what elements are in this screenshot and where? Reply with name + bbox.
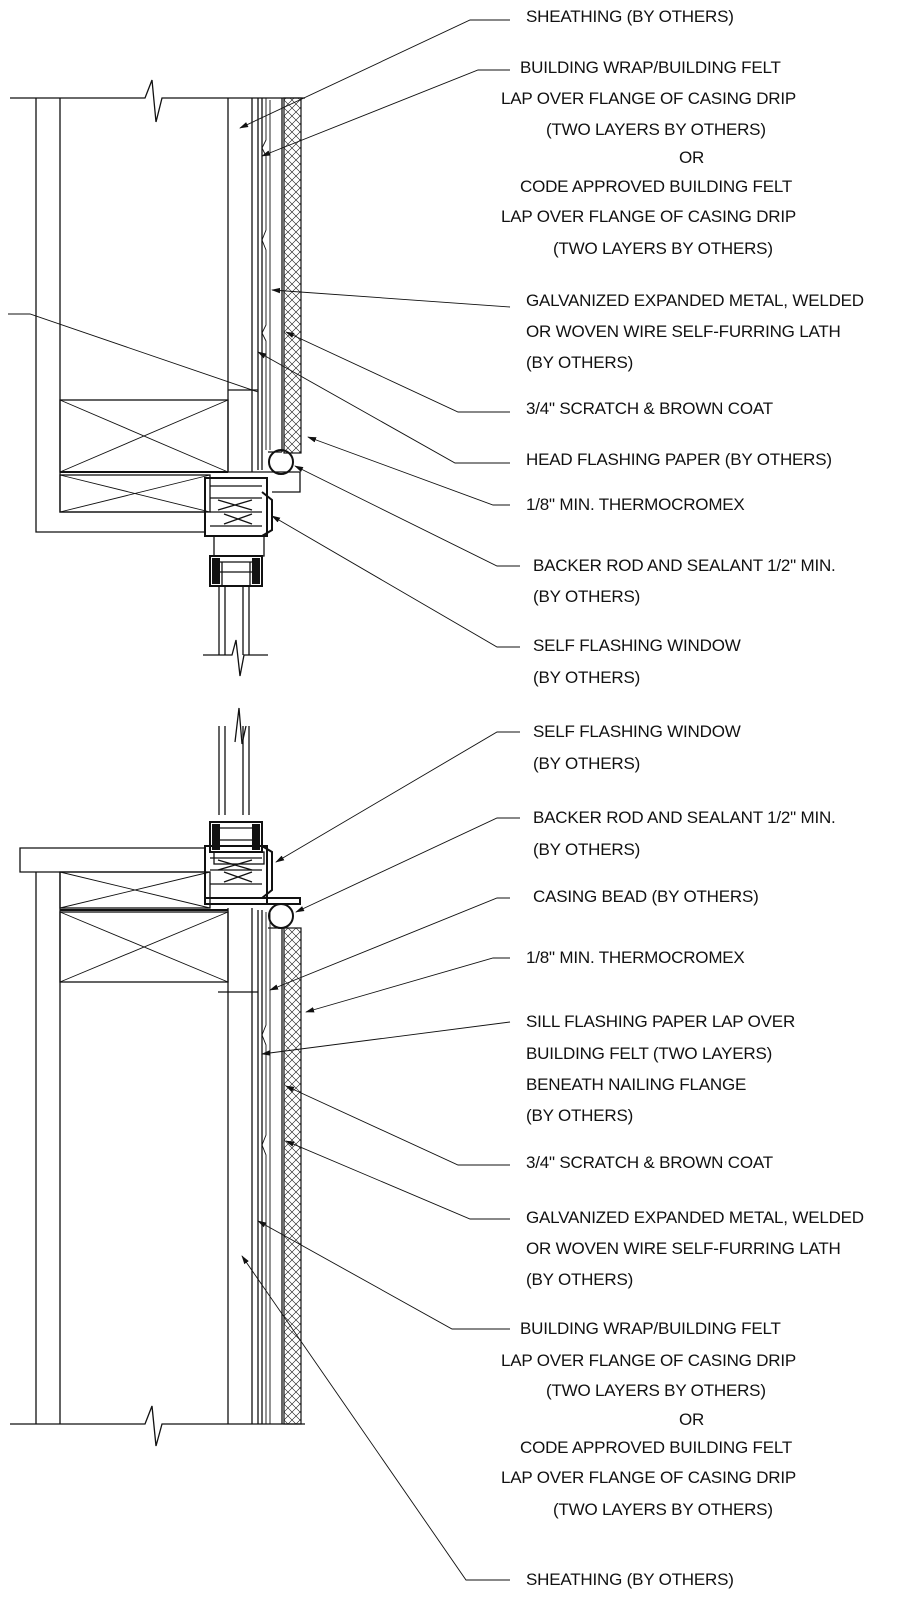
sill-break-line bbox=[10, 1405, 305, 1447]
sill-label-wrap-3: (TWO LAYERS BY OTHERS) bbox=[546, 1381, 766, 1400]
sill-label-wrap-1: BUILDING WRAP/BUILDING FELT bbox=[520, 1319, 781, 1338]
head-label-sheathing: SHEATHING (BY OTHERS) bbox=[526, 7, 734, 26]
sill-label-wrap-5: LAP OVER FLANGE OF CASING DRIP bbox=[501, 1468, 797, 1487]
head-glass-break bbox=[203, 639, 268, 677]
sill-label-thermocromex: 1/8" MIN. THERMOCROMEX bbox=[526, 948, 745, 967]
head-label-wrap-2: LAP OVER FLANGE OF CASING DRIP bbox=[501, 89, 797, 108]
sill-wrap-line bbox=[261, 912, 267, 1424]
head-label-lath-1: GALVANIZED EXPANDED METAL, WELDED bbox=[526, 291, 864, 310]
sill-label-wrap-6: (TWO LAYERS BY OTHERS) bbox=[553, 1500, 773, 1519]
head-label-wrap-5: LAP OVER FLANGE OF CASING DRIP bbox=[501, 207, 797, 226]
sill-label-lath-2: OR WOVEN WIRE SELF-FURRING LATH bbox=[526, 1239, 841, 1258]
head-window-frame bbox=[204, 477, 273, 587]
head-glazing bbox=[218, 586, 250, 655]
head-label-wrap-1: BUILDING WRAP/BUILDING FELT bbox=[520, 58, 781, 77]
head-backer-rod bbox=[268, 449, 294, 475]
head-casing-drip bbox=[205, 471, 301, 493]
head-label-window-1: SELF FLASHING WINDOW bbox=[533, 636, 741, 655]
head-label-head-flashing: HEAD FLASHING PAPER (BY OTHERS) bbox=[526, 450, 832, 469]
sill-glass-break bbox=[218, 726, 250, 815]
head-detail bbox=[8, 19, 520, 677]
sill-label-lath-1: GALVANIZED EXPANDED METAL, WELDED bbox=[526, 1208, 864, 1227]
sill-label-wrap-4: CODE APPROVED BUILDING FELT bbox=[520, 1438, 793, 1457]
head-label-lath-3: (BY OTHERS) bbox=[526, 353, 634, 372]
head-label-backer-2: (BY OTHERS) bbox=[533, 587, 641, 606]
sill-label-wrap-2: LAP OVER FLANGE OF CASING DRIP bbox=[501, 1351, 797, 1370]
head-thermocromex-hatch bbox=[283, 97, 302, 454]
head-header-lumber-lower bbox=[59, 474, 211, 513]
head-label-wrap-4: CODE APPROVED BUILDING FELT bbox=[520, 177, 793, 196]
sill-lumber-upper bbox=[59, 871, 211, 909]
head-leaders bbox=[8, 19, 520, 648]
sill-window-frame bbox=[204, 821, 301, 905]
head-label-scratch: 3/4" SCRATCH & BROWN COAT bbox=[526, 399, 773, 418]
head-label-wrap-3: (TWO LAYERS BY OTHERS) bbox=[546, 120, 766, 139]
sill-label-window-2: (BY OTHERS) bbox=[533, 754, 641, 773]
sill-thermocromex-hatch bbox=[283, 927, 302, 1425]
sill-label-sheathing: SHEATHING (BY OTHERS) bbox=[526, 1570, 734, 1589]
sill-label-sill-flash-3: BENEATH NAILING FLANGE bbox=[526, 1075, 747, 1094]
sill-label-casing-bead: CASING BEAD (BY OTHERS) bbox=[533, 887, 759, 906]
sill-detail bbox=[10, 707, 520, 1581]
sill-ledge bbox=[19, 847, 206, 873]
head-label-thermocromex: 1/8" MIN. THERMOCROMEX bbox=[526, 495, 745, 514]
sill-stud-lines bbox=[227, 908, 263, 1424]
sill-label-sill-flash-1: SILL FLASHING PAPER LAP OVER bbox=[526, 1012, 796, 1031]
head-wall-framing bbox=[35, 98, 205, 533]
sill-label-scratch: 3/4" SCRATCH & BROWN COAT bbox=[526, 1153, 773, 1172]
sill-leaders bbox=[241, 731, 520, 1581]
sill-wall-framing bbox=[35, 872, 61, 1424]
head-stud-lines bbox=[227, 98, 263, 472]
sill-label-backer-2: (BY OTHERS) bbox=[533, 840, 641, 859]
head-label-window-2: (BY OTHERS) bbox=[533, 668, 641, 687]
head-label-wrap-6: (TWO LAYERS BY OTHERS) bbox=[553, 239, 773, 258]
head-wrap-line bbox=[261, 98, 267, 450]
sill-label-window-1: SELF FLASHING WINDOW bbox=[533, 722, 741, 741]
sill-label-wrap-or: OR bbox=[679, 1410, 705, 1429]
head-label-backer-1: BACKER ROD AND SEALANT 1/2" MIN. bbox=[533, 556, 836, 575]
sill-label-sill-flash-4: (BY OTHERS) bbox=[526, 1106, 634, 1125]
sill-label-lath-3: (BY OTHERS) bbox=[526, 1270, 634, 1289]
head-break-line bbox=[10, 79, 305, 123]
head-label-wrap-or: OR bbox=[679, 148, 705, 167]
sill-label-backer-1: BACKER ROD AND SEALANT 1/2" MIN. bbox=[533, 808, 836, 827]
head-label-lath-2: OR WOVEN WIRE SELF-FURRING LATH bbox=[526, 322, 841, 341]
sill-label-sill-flash-2: BUILDING FELT (TWO LAYERS) bbox=[526, 1044, 773, 1063]
sill-backer-rod bbox=[268, 903, 294, 929]
